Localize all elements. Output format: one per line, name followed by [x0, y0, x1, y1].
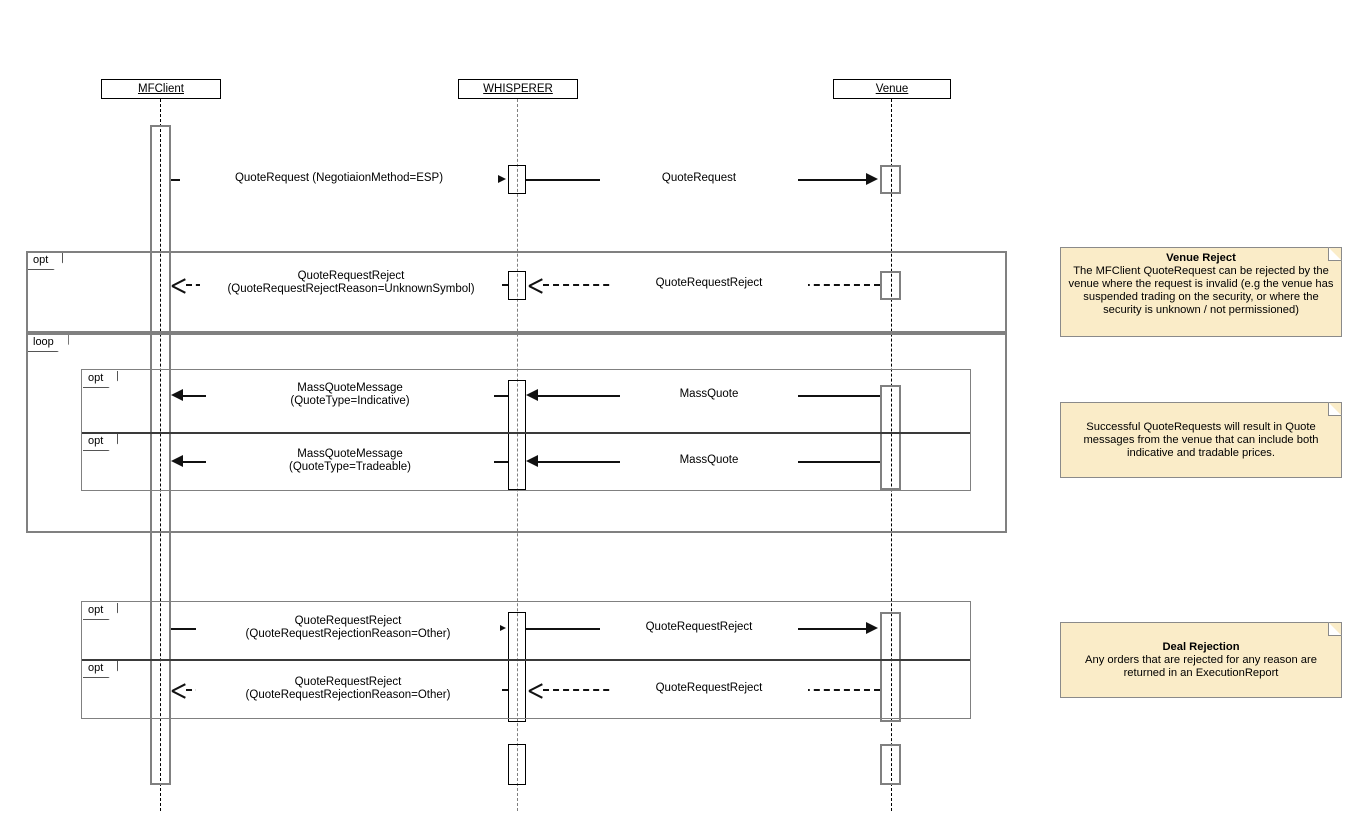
fragment-opt-indicative-tradeable[interactable] [81, 369, 971, 491]
activation-venue-5 [880, 744, 901, 785]
note-fold-corner-icon [1328, 622, 1342, 636]
fragment-loop-quotes[interactable] [26, 333, 1007, 533]
message-arrow-m5 [171, 389, 183, 401]
message-label-m6: MassQuote [620, 388, 798, 401]
message-label-m8: MassQuote [620, 454, 798, 467]
message-label-m2: QuoteRequest [600, 172, 798, 185]
fragment-separator-rejections [82, 659, 970, 661]
message-arrow-m12 [529, 683, 543, 697]
activation-whisperer-5 [508, 744, 526, 785]
note-venue-reject-body: The MFClient QuoteRequest can be rejecte… [1068, 265, 1334, 316]
fragment-label-opt-indicative: opt [83, 371, 119, 388]
message-arrow-m11 [172, 683, 186, 697]
activation-whisperer-3 [508, 380, 526, 490]
activation-venue-2 [880, 271, 901, 300]
message-arrow-m3 [172, 278, 186, 292]
activation-whisperer-2 [508, 271, 526, 300]
participant-whisperer[interactable]: WHISPERER [458, 79, 578, 99]
fragment-label-opt-reject-in: opt [83, 661, 119, 678]
activation-mfclient [150, 125, 171, 785]
note-successful-quotes-body: Successful QuoteRequests will result in … [1083, 420, 1319, 459]
message-arrow-m8 [526, 455, 538, 467]
participant-whisperer-label: WHISPERER [483, 83, 553, 95]
message-label-m9: QuoteRequestReject (QuoteRequestRejectio… [196, 615, 500, 641]
fragment-label-loop-quotes: loop [28, 335, 69, 352]
participant-venue-label: Venue [875, 83, 909, 95]
message-label-m11: QuoteRequestReject (QuoteRequestRejectio… [196, 676, 500, 702]
fragment-separator-quotes [82, 432, 970, 434]
note-deal-rejection[interactable]: Deal Rejection Any orders that are rejec… [1060, 622, 1342, 698]
message-arrow-m7 [171, 455, 183, 467]
activation-whisperer-1 [508, 165, 526, 194]
note-venue-reject[interactable]: Venue Reject The MFClient QuoteRequest c… [1060, 247, 1342, 337]
note-fold-corner-icon [1328, 247, 1342, 261]
note-deal-rejection-body: Any orders that are rejected for any rea… [1085, 653, 1317, 679]
note-venue-reject-title: Venue Reject [1166, 252, 1236, 264]
message-arrow-m6 [526, 389, 538, 401]
message-label-m3: QuoteRequestReject (QuoteRequestRejectRe… [200, 270, 502, 296]
message-label-m12: QuoteRequestReject [610, 682, 808, 695]
message-arrow-m4 [529, 278, 543, 292]
lifeline-mfclient [160, 99, 161, 811]
message-label-m10: QuoteRequestReject [600, 621, 798, 634]
activation-whisperer-4 [508, 612, 526, 722]
note-successful-quotes[interactable]: Successful QuoteRequests will result in … [1060, 402, 1342, 478]
lifeline-whisperer [517, 99, 518, 811]
message-label-m5: MassQuoteMessage (QuoteType=Indicative) [206, 382, 494, 408]
participant-mfclient-label: MFClient [137, 83, 184, 95]
note-fold-corner-icon [1328, 402, 1342, 416]
fragment-label-opt-venue-reject: opt [28, 253, 64, 270]
activation-venue-4 [880, 612, 901, 722]
message-arrow-m2 [866, 173, 878, 185]
activation-venue-1 [880, 165, 901, 194]
participant-mfclient[interactable]: MFClient [101, 79, 221, 99]
activation-venue-3 [880, 385, 901, 490]
message-label-m7: MassQuoteMessage (QuoteType=Tradeable) [206, 448, 494, 474]
lifeline-venue [891, 99, 892, 811]
fragment-opt-venue-reject[interactable] [26, 251, 1007, 333]
message-label-m1: QuoteRequest (NegotiaionMethod=ESP) [180, 172, 498, 185]
fragment-opt-rejections[interactable] [81, 601, 971, 719]
message-arrow-m10 [866, 622, 878, 634]
fragment-label-opt-tradeable: opt [83, 434, 119, 451]
participant-venue[interactable]: Venue [833, 79, 951, 99]
note-deal-rejection-title: Deal Rejection [1162, 640, 1240, 653]
message-label-m4: QuoteRequestReject [610, 277, 808, 290]
fragment-label-opt-reject-out: opt [83, 603, 119, 620]
